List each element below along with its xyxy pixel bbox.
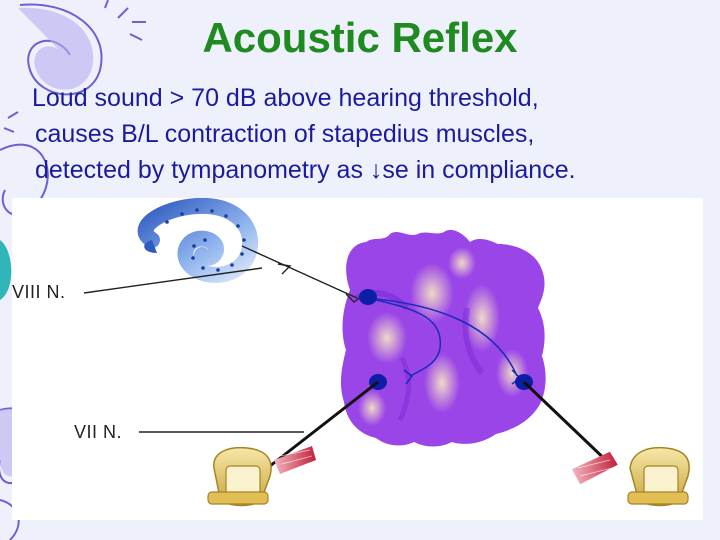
cochlear-nucleus	[359, 289, 377, 305]
down-arrow-symbol: ↓	[369, 156, 383, 184]
motor-output-lines	[269, 380, 614, 468]
vii-nerve-label: VII N.	[74, 422, 123, 442]
left-stapes-icon	[207, 446, 272, 507]
right-stapes-icon	[627, 446, 690, 507]
body-line-3: detected by tympanometry as ↓se in compl…	[32, 152, 712, 188]
reflex-arc-pathways	[366, 297, 522, 385]
body-line-2: causes B/L contraction of stapedius musc…	[35, 120, 535, 148]
acoustic-reflex-diagram: VIII N. VII N.	[12, 198, 703, 520]
body-line-3-text: detected by tympanometry as	[35, 156, 370, 184]
right-stapedius-muscle-icon	[571, 451, 618, 485]
brainstem-section	[340, 229, 546, 447]
body-line-1: Loud sound > 70 dB above hearing thresho…	[32, 84, 539, 112]
body-line-3-end: se in compliance.	[382, 156, 576, 184]
body-text: Loud sound > 70 dB above hearing thresho…	[32, 80, 712, 188]
viii-nerve-path	[83, 245, 358, 299]
viii-nerve-label: VIII N.	[12, 282, 66, 302]
slide-title: Acoustic Reflex	[202, 14, 518, 61]
left-stapedius-muscle-icon	[274, 446, 316, 474]
cochlea-icon	[137, 198, 259, 283]
